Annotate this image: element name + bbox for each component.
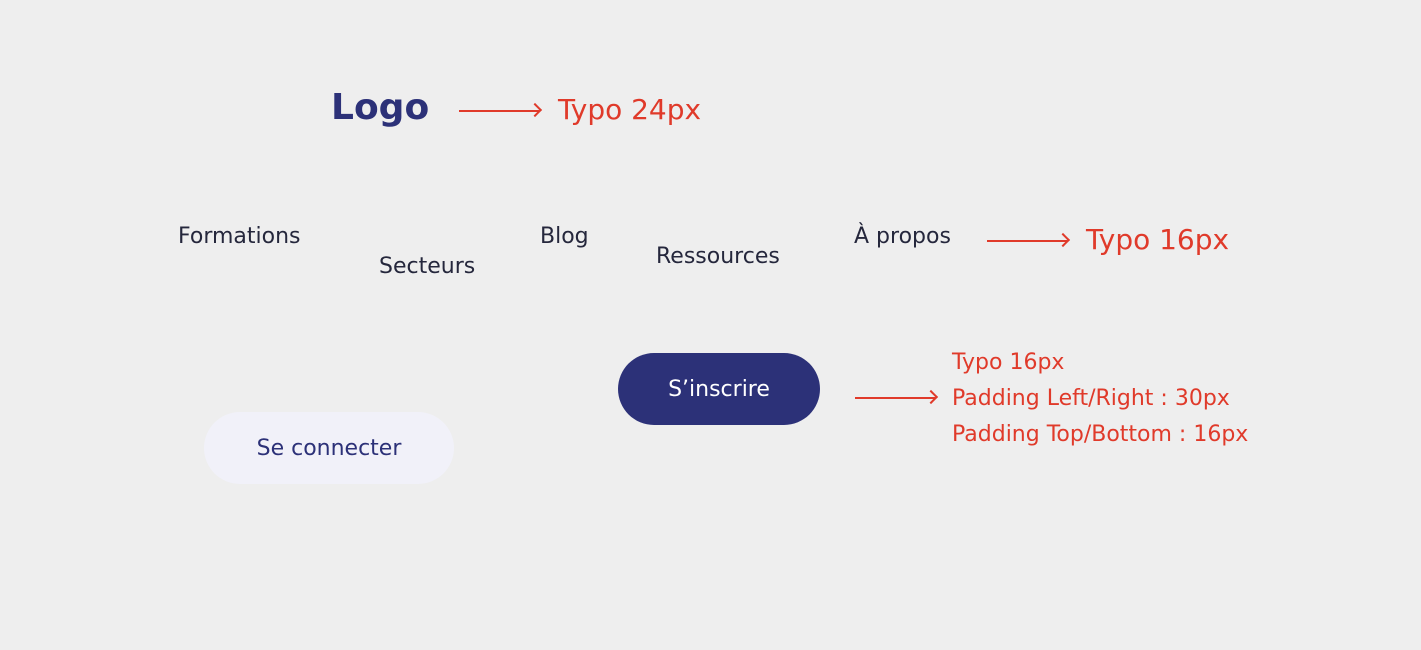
- button-spec-typo: Typo 16px: [952, 350, 1065, 375]
- logo[interactable]: Logo: [331, 87, 430, 128]
- logo-typo-annotation: Typo 24px: [558, 93, 702, 126]
- nav-typo-annotation: Typo 16px: [1086, 223, 1230, 256]
- button-spec-padding-horizontal: Padding Left/Right : 30px: [952, 386, 1230, 411]
- nav-item-secteurs[interactable]: Secteurs: [379, 254, 476, 279]
- button-specs-annotation: Typo 16px Padding Left/Right : 30px Padd…: [952, 345, 1248, 453]
- nav-item-ressources[interactable]: Ressources: [656, 244, 780, 269]
- nav-item-blog[interactable]: Blog: [540, 224, 589, 249]
- button-annotation-arrow: [855, 397, 935, 399]
- button-spec-padding-vertical: Padding Top/Bottom : 16px: [952, 422, 1249, 447]
- logo-annotation-arrow: [459, 110, 539, 112]
- signup-button[interactable]: S’inscrire: [618, 353, 820, 425]
- nav-item-formations[interactable]: Formations: [178, 224, 301, 249]
- login-button[interactable]: Se connecter: [204, 412, 454, 484]
- nav-item-a-propos[interactable]: À propos: [854, 224, 951, 249]
- nav-annotation-arrow: [987, 240, 1067, 242]
